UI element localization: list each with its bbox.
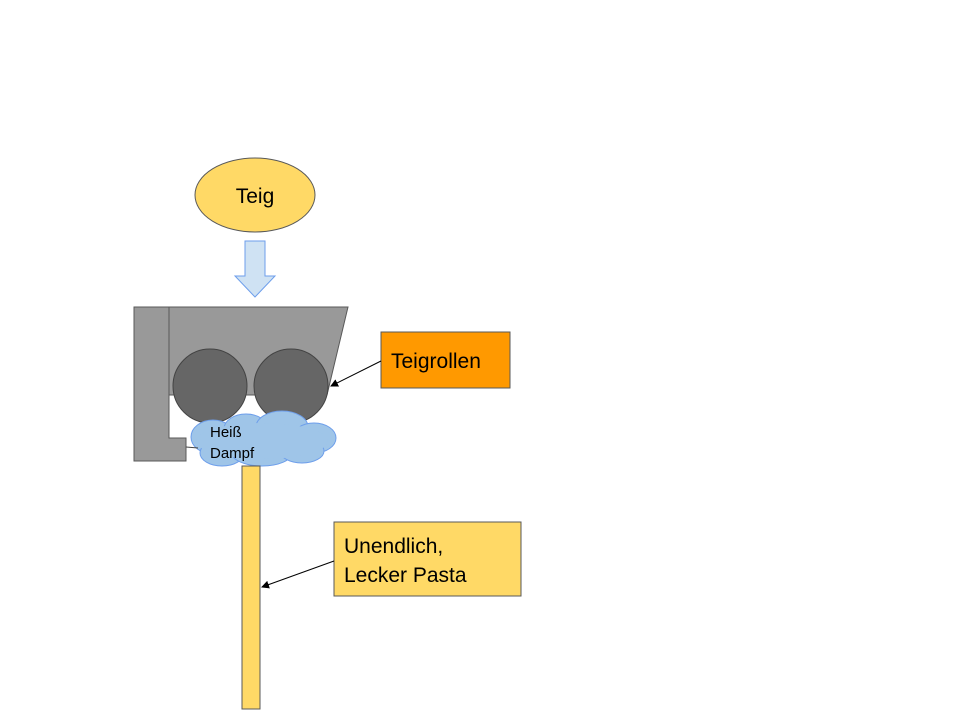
pasta-strip [241,465,261,710]
rollers-callout: Teigrollen [330,331,511,389]
left-roller [172,348,248,424]
machine-frame [133,306,187,462]
teig-label: Teig [236,185,275,208]
steam-cloud: Heiß Dampf [185,410,337,467]
pasta-label-box [333,521,522,597]
steam-label-line2: Dampf [210,445,255,462]
pasta-label-line2: Lecker Pasta [344,564,467,587]
rollers-pointer-arrow [330,360,382,387]
teig-node: Teig [194,157,316,233]
down-arrow-icon [233,240,277,298]
pasta-callout: Unendlich, Lecker Pasta [261,521,522,597]
rollers-label: Teigrollen [391,350,481,373]
teig-oval [194,157,316,233]
steam-label-line1: Heiß [210,424,242,441]
rollers-label-box [380,331,511,389]
pasta-pointer-arrow [261,560,335,589]
pasta-label-line1: Unendlich, [344,535,443,558]
